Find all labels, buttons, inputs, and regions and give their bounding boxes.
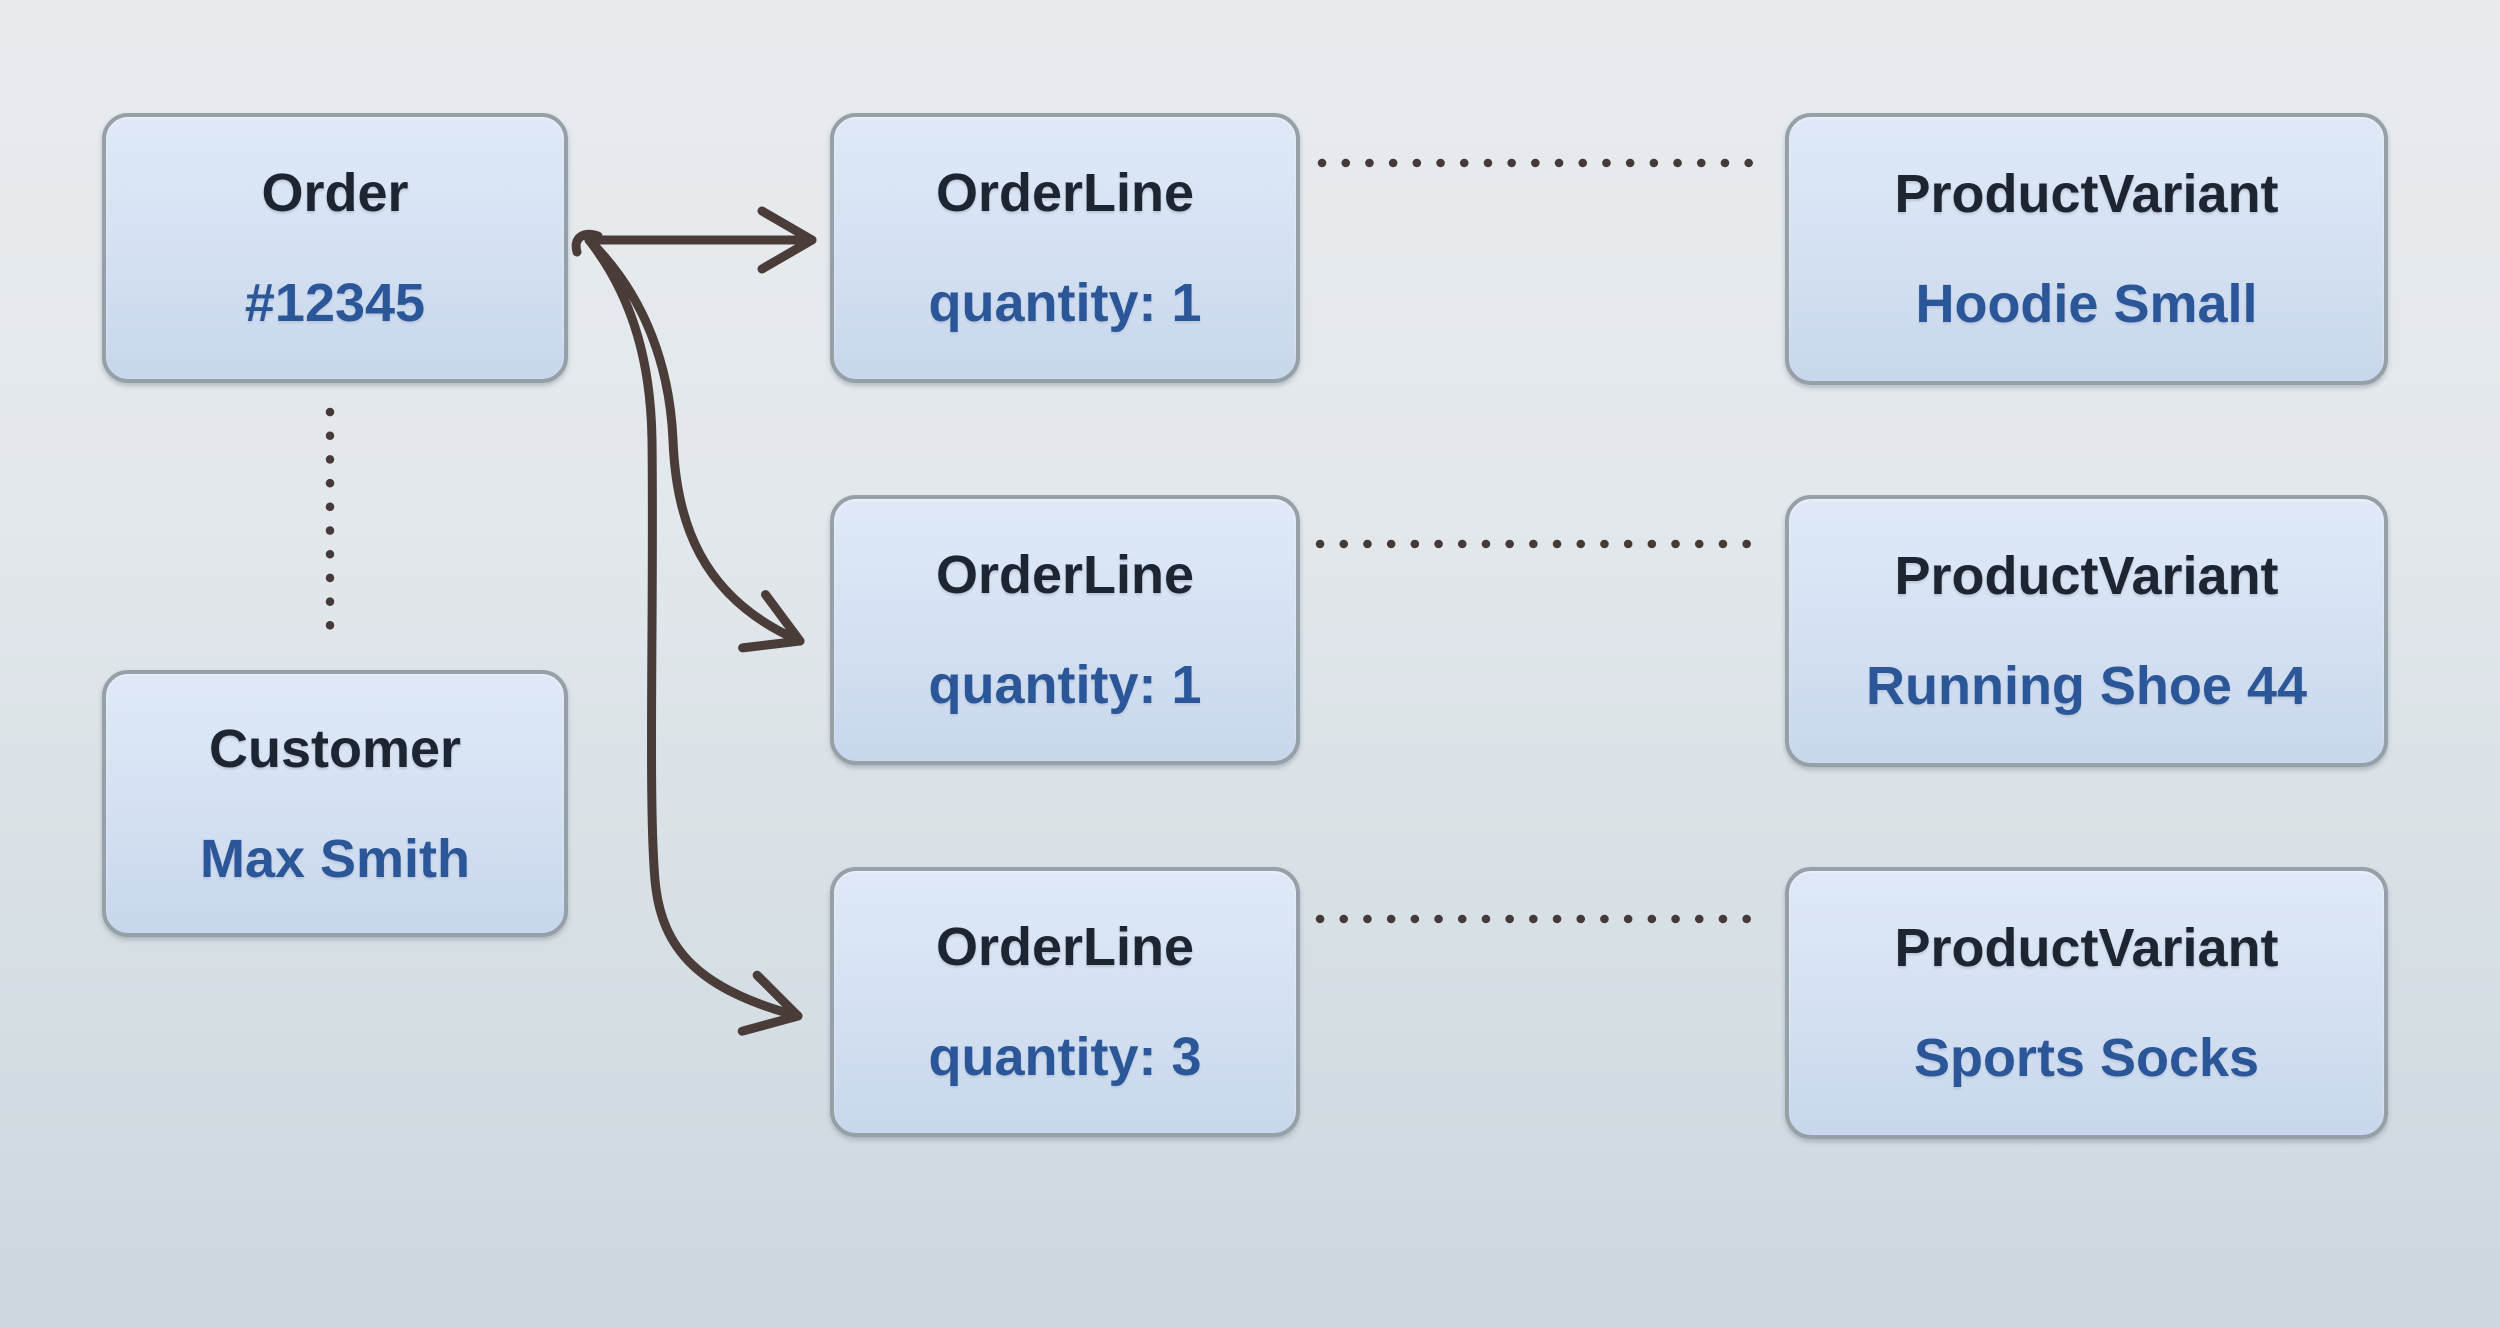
node-productvariant-3-value: Sports Socks bbox=[1913, 1028, 2260, 1088]
node-customer-value: Max Smith bbox=[199, 828, 471, 889]
node-orderline-1-value: quantity: 1 bbox=[928, 273, 1202, 333]
node-productvariant-1: ProductVariant Hoodie Small bbox=[1785, 113, 2388, 385]
node-productvariant-3: ProductVariant Sports Socks bbox=[1785, 867, 2388, 1139]
node-orderline-3-value: quantity: 3 bbox=[928, 1027, 1202, 1087]
node-orderline-2-title: OrderLine bbox=[935, 545, 1195, 605]
node-orderline-3-title: OrderLine bbox=[935, 917, 1195, 977]
node-customer-title: Customer bbox=[208, 718, 462, 779]
arrow-origin-curl bbox=[571, 229, 603, 257]
node-productvariant-1-value: Hoodie Small bbox=[1915, 274, 2258, 334]
node-productvariant-2-value: Running Shoe 44 bbox=[1865, 656, 2308, 716]
node-productvariant-2: ProductVariant Running Shoe 44 bbox=[1785, 495, 2388, 767]
node-orderline-1: OrderLine quantity: 1 bbox=[830, 113, 1300, 383]
node-order-title: Order bbox=[261, 163, 409, 223]
order-orderline2-arrow bbox=[584, 235, 805, 653]
node-order: Order #12345 bbox=[102, 113, 568, 383]
node-order-value: #12345 bbox=[244, 273, 426, 333]
node-productvariant-2-title: ProductVariant bbox=[1894, 546, 2279, 606]
node-productvariant-1-title: ProductVariant bbox=[1894, 164, 2279, 224]
node-orderline-2: OrderLine quantity: 1 bbox=[830, 495, 1300, 765]
node-orderline-3: OrderLine quantity: 3 bbox=[830, 867, 1300, 1137]
node-orderline-1-title: OrderLine bbox=[935, 163, 1195, 223]
node-orderline-2-value: quantity: 1 bbox=[928, 655, 1202, 715]
order-orderline3-arrow bbox=[584, 235, 803, 1036]
node-productvariant-3-title: ProductVariant bbox=[1894, 918, 2279, 978]
node-customer: Customer Max Smith bbox=[102, 670, 568, 937]
